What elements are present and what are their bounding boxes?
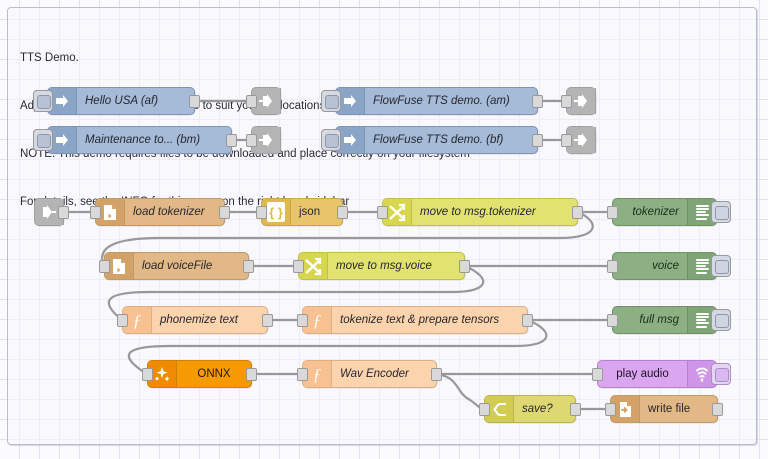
- output-port[interactable]: [337, 206, 348, 219]
- input-port[interactable]: [99, 260, 110, 273]
- node-label: FlowFuse TTS demo. (am): [373, 95, 510, 107]
- function-node-tokenize-text[interactable]: ƒ tokenize text & prepare tensors: [297, 306, 533, 334]
- inject-node-flowfuse-am[interactable]: FlowFuse TTS demo. (am): [321, 87, 543, 115]
- output-port[interactable]: [431, 368, 442, 381]
- node-label: json: [299, 206, 321, 218]
- node-label: FlowFuse TTS demo. (bf): [373, 134, 504, 146]
- link-out-node-2[interactable]: [561, 87, 596, 115]
- link-out-node-1[interactable]: [246, 87, 281, 115]
- node-label: move to msg.voice: [336, 260, 432, 272]
- debug-toggle-button[interactable]: [711, 255, 731, 277]
- debug-toggle-button[interactable]: [711, 201, 731, 223]
- function-node-phonemize-text[interactable]: ƒ phonemize text: [117, 306, 273, 334]
- input-port[interactable]: [607, 260, 618, 273]
- play-audio-node[interactable]: play audio: [592, 360, 731, 388]
- node-label: phonemize text: [160, 314, 238, 326]
- input-port[interactable]: [256, 206, 267, 219]
- output-port[interactable]: [246, 368, 257, 381]
- output-port[interactable]: [219, 206, 230, 219]
- output-port[interactable]: [532, 95, 543, 108]
- inject-node-flowfuse-bf[interactable]: FlowFuse TTS demo. (bf): [321, 126, 543, 154]
- file-in-node-load-tokenizer[interactable]: load tokenizer: [90, 198, 230, 226]
- input-port[interactable]: [297, 368, 308, 381]
- input-port[interactable]: [293, 260, 304, 273]
- node-label: ONNX: [197, 368, 231, 380]
- input-port[interactable]: [605, 403, 616, 416]
- node-label: Wav Encoder: [340, 368, 409, 380]
- debug-toggle-button[interactable]: [711, 309, 731, 331]
- change-node-move-to-msg-tokenizer[interactable]: move to msg.tokenizer: [377, 198, 583, 226]
- node-label: tokenizer: [632, 206, 679, 218]
- output-port[interactable]: [570, 403, 581, 416]
- change-node-move-to-msg-voice[interactable]: move to msg.voice: [293, 252, 470, 280]
- link-out-node-4[interactable]: [561, 126, 596, 154]
- switch-node-save[interactable]: save?: [479, 395, 581, 423]
- node-label: save?: [522, 403, 553, 415]
- input-port[interactable]: [90, 206, 101, 219]
- input-port[interactable]: [246, 95, 257, 108]
- input-port[interactable]: [297, 314, 308, 327]
- input-port[interactable]: [142, 368, 153, 381]
- input-port[interactable]: [561, 95, 572, 108]
- inject-trigger-button[interactable]: [321, 129, 341, 151]
- inject-trigger-button[interactable]: [33, 90, 53, 112]
- inject-trigger-button[interactable]: [33, 129, 53, 151]
- node-label: full msg: [639, 314, 679, 326]
- output-port[interactable]: [243, 260, 254, 273]
- play-audio-button[interactable]: [711, 363, 731, 385]
- link-in-node[interactable]: [34, 198, 69, 226]
- node-label: move to msg.tokenizer: [420, 206, 536, 218]
- output-port[interactable]: [532, 134, 543, 147]
- onnx-node[interactable]: ONNX: [142, 360, 257, 388]
- node-label: play audio: [616, 368, 669, 380]
- debug-node-tokenizer[interactable]: tokenizer: [607, 198, 731, 226]
- file-out-node-write-file[interactable]: write file: [605, 395, 723, 423]
- json-node[interactable]: { } json: [256, 198, 348, 226]
- json-braces-icon: { }: [262, 199, 291, 225]
- inject-node-maintenance-bm[interactable]: Maintenance to... (bm): [33, 126, 237, 154]
- file-in-node-load-voicefile[interactable]: load voiceFile: [99, 252, 254, 280]
- input-port[interactable]: [592, 368, 603, 381]
- output-port[interactable]: [522, 314, 533, 327]
- node-label: load tokenizer: [133, 206, 205, 218]
- output-port[interactable]: [572, 206, 583, 219]
- input-port[interactable]: [117, 314, 128, 327]
- node-label: load voiceFile: [142, 260, 213, 272]
- node-label: tokenize text & prepare tensors: [340, 314, 500, 326]
- output-port[interactable]: [712, 403, 723, 416]
- function-node-wav-encoder[interactable]: ƒ Wav Encoder: [297, 360, 442, 388]
- input-port[interactable]: [607, 314, 618, 327]
- output-port[interactable]: [226, 134, 237, 147]
- link-out-node-3[interactable]: [246, 126, 281, 154]
- node-label: Maintenance to... (bm): [85, 134, 201, 146]
- input-port[interactable]: [607, 206, 618, 219]
- debug-node-voice[interactable]: voice: [607, 252, 731, 280]
- file-out-icon: [611, 396, 640, 422]
- input-port[interactable]: [246, 134, 257, 147]
- input-port[interactable]: [561, 134, 572, 147]
- input-port[interactable]: [479, 403, 490, 416]
- output-port[interactable]: [189, 95, 200, 108]
- inject-node-hello-usa-af[interactable]: Hello USA (af): [33, 87, 200, 115]
- output-port[interactable]: [262, 314, 273, 327]
- debug-node-full-msg[interactable]: full msg: [607, 306, 731, 334]
- inject-trigger-button[interactable]: [321, 90, 341, 112]
- output-port[interactable]: [58, 206, 69, 219]
- output-port[interactable]: [459, 260, 470, 273]
- group-line-1: TTS Demo.: [20, 52, 79, 64]
- input-port[interactable]: [377, 206, 388, 219]
- node-label: voice: [652, 260, 679, 272]
- node-label: write file: [648, 403, 691, 415]
- node-label: Hello USA (af): [85, 95, 159, 107]
